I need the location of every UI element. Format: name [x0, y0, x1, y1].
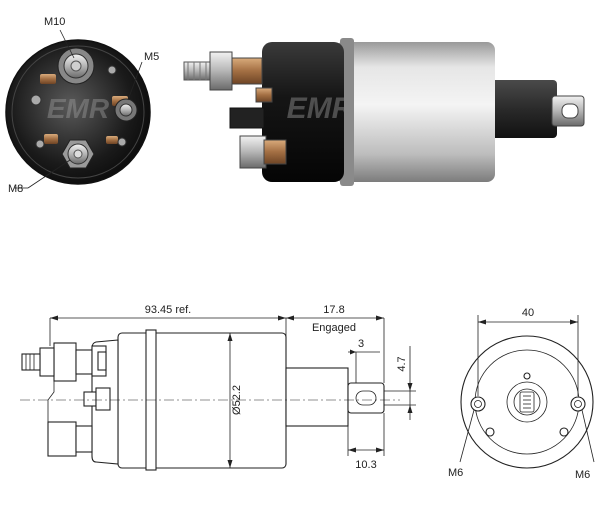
plunger-tab — [551, 95, 585, 127]
watermark-right: EMR — [287, 92, 354, 125]
dim-total-length: 93.45 ref. — [145, 304, 191, 316]
top-stud — [57, 47, 95, 85]
label-m10: M10 — [44, 16, 65, 28]
label-m5: M5 — [144, 51, 159, 63]
bottom-stud — [61, 139, 95, 169]
plunger — [485, 80, 557, 138]
solenoid-body — [335, 42, 495, 182]
drawing-end-view: 40 M6 M6 — [448, 307, 595, 481]
dim-engaged-travel: 17.8 — [323, 304, 344, 316]
dim-engaged-label: Engaged — [312, 322, 356, 334]
photo-side-view: EMR — [183, 38, 585, 186]
label-left-m6: M6 — [448, 467, 463, 479]
dim-tab-length: 10.3 — [355, 459, 376, 471]
side-bottom-stud — [239, 135, 287, 169]
drawing-side-view: 93.45 ref. 17.8 Engaged Ø52.2 3 4.7 10.3 — [20, 304, 416, 471]
dim-end-width: 40 — [522, 307, 534, 319]
dim-slot-width: 4.7 — [396, 356, 408, 371]
label-right-m6: M6 — [575, 469, 590, 481]
photo-end-view: EMR M10 M5 M8 — [5, 16, 159, 195]
dim-diameter: Ø52.2 — [231, 385, 243, 415]
side-top-stud — [183, 51, 263, 91]
watermark-left: EMR — [47, 93, 110, 124]
label-m8: M8 — [8, 183, 23, 195]
dim-tab-offset: 3 — [358, 338, 364, 350]
small-terminal — [114, 98, 138, 122]
right-m6-stud — [570, 396, 586, 412]
left-m6-stud — [470, 396, 486, 412]
